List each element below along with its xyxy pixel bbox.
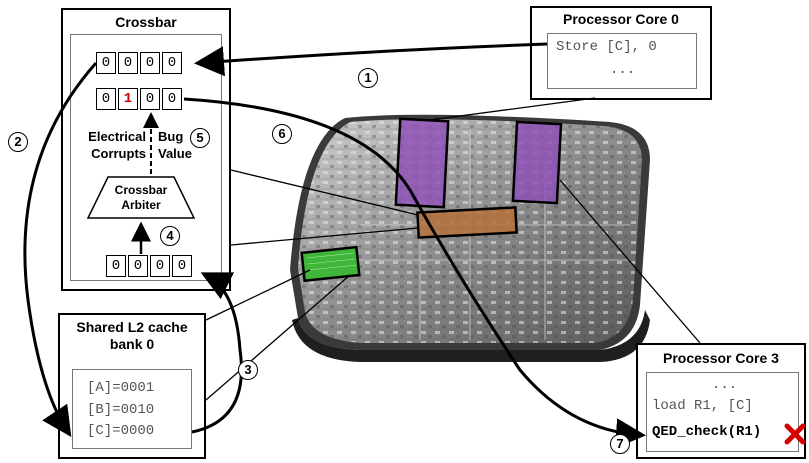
core3-region [511,120,563,205]
bit: 0 [118,52,138,74]
step-1-marker: 1 [358,68,378,88]
l2-title-2: bank 0 [109,336,155,352]
bit: 0 [96,88,116,110]
step-7-marker: 7 [610,434,630,454]
core0-inner [547,33,697,89]
step-5-marker: 5 [190,128,210,148]
crossbar-region [416,206,518,239]
leader-l2-a [205,269,311,321]
core3-line3: QED_check(R1) [652,424,762,440]
bit: 0 [162,52,182,74]
arbiter-label: Crossbar Arbiter [86,183,196,213]
leader-crossbar-b [230,227,419,246]
leader-crossbar-a [230,169,419,216]
leader-core0 [429,97,596,121]
arrow-step1 [194,42,548,77]
leader-core3 [559,179,701,344]
step-6-marker: 6 [272,124,292,144]
l2-line-c: [C]=0000 [87,423,155,439]
core3-line2: load R1, [C] [652,398,753,414]
core3-title: Processor Core 3 [663,350,779,366]
core3-inner [646,372,799,452]
step-2-marker: 2 [8,132,28,152]
arbiter-shape [86,176,196,219]
l2-line-a: [A]=0001 [87,380,155,396]
bit: 0 [150,255,170,277]
bit: 0 [140,52,160,74]
core0-line2: ... [610,62,636,78]
arbiter-label-text: Crossbar Arbiter [114,183,168,212]
bit: 0 [128,255,148,277]
bit: 0 [172,255,192,277]
bit: 0 [96,52,116,74]
corrupted-bit: 1 [118,88,138,110]
core3-line1: ... [712,377,738,393]
core0-title: Processor Core 0 [563,11,679,27]
bug-label-left: Electrical Corrupts [78,128,146,162]
bit: 0 [162,88,182,110]
l2-region [300,245,361,283]
l2-inner [72,369,192,449]
fail-x-icon [784,423,806,445]
crossbar-title: Crossbar [115,14,177,30]
bit: 0 [106,255,126,277]
l2-line-b: [B]=0010 [87,402,155,418]
arrow-step2 [23,62,98,437]
core0-line1: Store [C], 0 [556,39,657,55]
bug-label-right: Bug Value [158,128,192,162]
step-3-marker: 3 [238,360,258,380]
green-lines [306,252,357,271]
step-4-marker: 4 [160,226,180,246]
arrow-step3 [191,272,243,434]
leader-l2-b [205,274,351,401]
l2-title-1: Shared L2 cache [76,319,188,335]
bug-label-right-text: Bug Value [158,129,192,161]
bug-label-left-text: Electrical Corrupts [88,129,146,161]
arrow-step6 [183,97,646,449]
bit: 0 [140,88,160,110]
